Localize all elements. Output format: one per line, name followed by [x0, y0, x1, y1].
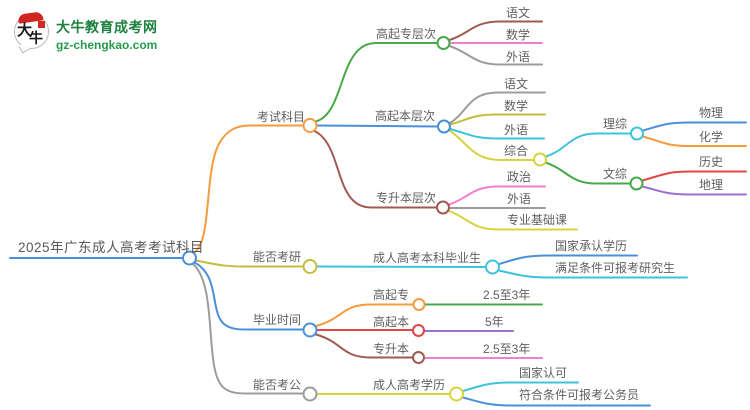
leaf-civil-eligible: 符合条件可报考公务员 — [519, 388, 640, 402]
leaf-zsb-foreign: 外语 — [507, 192, 532, 206]
node-adult-bachelor-graduates: 成人高考本科毕业生 — [373, 251, 482, 265]
edge-gradtime-zsb — [315, 333, 414, 359]
root-topic: 2025年广东成人高考考试科目 — [18, 240, 205, 255]
branch-postgrad: 能否考研 — [253, 250, 302, 264]
node-dot-civil-degree — [449, 386, 464, 402]
edge-liberal-geography — [641, 185, 747, 196]
leaf-gqb-chinese: 语文 — [504, 77, 529, 91]
node-dot-gaoqiben — [437, 119, 451, 134]
node-gaoqiben-level: 高起本层次 — [375, 109, 436, 123]
site-name: 大牛教育成考网 — [56, 19, 158, 35]
node-dot-comprehensive — [533, 152, 547, 167]
node-dot-postgrad — [302, 259, 318, 274]
node-dot-gaoqizhuan — [436, 36, 451, 50]
edge-zsb-politics — [448, 185, 546, 206]
logo-bubble-tail — [18, 42, 30, 54]
edge-zsb-major-basic — [448, 210, 578, 231]
logo-char-niu: 牛 — [29, 31, 43, 47]
node-dot-science-comp — [630, 126, 644, 141]
edge-gqb-math — [449, 113, 546, 126]
edge-root-to-postgrad — [195, 259, 305, 268]
node-dot-gradtime-zsb — [412, 351, 425, 364]
node-dot-root — [182, 250, 197, 266]
node-comprehensive: 综合 — [504, 144, 529, 158]
branch-civil-service: 能否考公 — [253, 378, 302, 392]
node-dot-gradtime-gqz — [412, 298, 426, 311]
logo-seal-icon — [38, 21, 45, 28]
leaf-gqz-math: 数学 — [506, 28, 531, 42]
edge-gqb-comprehensive — [448, 129, 535, 161]
site-logo-icon: 大 牛 — [14, 11, 49, 54]
edge-postgrad-recognized — [498, 254, 638, 265]
leaf-history: 历史 — [699, 155, 724, 169]
logo-char-da: 大 — [17, 21, 33, 39]
edge-postgrad-eligible — [498, 269, 688, 279]
leaf-gqz-years: 2.5至3年 — [483, 288, 531, 302]
site-logo: 大 牛 大牛教育成考网 gz-chengkao.com — [14, 11, 204, 56]
branch-graduation-time: 毕业时间 — [253, 313, 302, 327]
edge-science-chemistry — [642, 135, 747, 147]
node-dot-zhuanshengben — [436, 200, 450, 215]
leaf-gqz-foreign: 外语 — [506, 50, 531, 64]
edge-root-to-civil — [191, 262, 305, 395]
leaf-state-recognized: 国家认可 — [519, 366, 568, 380]
edge-science-physics — [642, 121, 747, 132]
leaf-gqb-math: 数学 — [504, 99, 529, 113]
edge-exam-to-gaoqiben — [315, 124, 439, 128]
edge-exam-to-gaoqizhuan — [315, 42, 438, 123]
node-adult-degree: 成人高考学历 — [373, 378, 446, 392]
node-liberal-comp: 文综 — [603, 167, 628, 181]
leaf-gqb-years: 5年 — [485, 315, 504, 329]
edge-gqb-foreign — [449, 128, 545, 140]
leaf-gqb-foreign: 外语 — [504, 123, 529, 137]
branch-exam-subjects: 考试科目 — [257, 110, 306, 124]
edge-root-to-gradtime — [193, 261, 305, 331]
edge-gradtime-gqz — [315, 303, 414, 327]
node-dot-civil — [302, 386, 318, 402]
edge-exam-to-zhuanshengben — [312, 129, 438, 209]
node-dot-exam-subjects — [302, 118, 318, 133]
leaf-postgrad-eligible: 满足条件可报考研究生 — [555, 261, 676, 275]
leaf-physics: 物理 — [699, 106, 724, 120]
node-zhuanshengben-level: 专升本层次 — [376, 191, 437, 205]
edge-gqb-chinese — [449, 91, 546, 124]
edge-gqz-foreign — [448, 45, 543, 66]
edge-civil-recognized — [462, 381, 579, 392]
node-dot-graduates — [485, 259, 500, 275]
site-logo-text: 大牛教育成考网 gz-chengkao.com — [56, 17, 158, 52]
edge-comp-to-liberal — [544, 161, 632, 185]
edge-civil-eligible — [462, 396, 651, 407]
leaf-gqz-chinese: 语文 — [506, 6, 531, 20]
edge-gqz-chinese — [448, 20, 543, 41]
node-dot-gradtime — [302, 322, 318, 338]
leaf-zsb-major-basic: 专业基础课 — [507, 213, 568, 227]
node-gradtime-gqz: 高起专 — [373, 288, 410, 302]
node-dot-liberal-comp — [629, 176, 644, 191]
edge-postgrad-graduates — [315, 265, 487, 268]
leaf-chemistry: 化学 — [699, 130, 724, 144]
edge-root-to-exam-subjects — [194, 124, 304, 253]
leaf-geography: 地理 — [699, 178, 724, 192]
node-gradtime-gqb: 高起本 — [373, 315, 410, 329]
leaf-zsb-politics: 政治 — [507, 170, 532, 184]
node-science-comp: 理综 — [603, 117, 628, 131]
node-dot-gradtime-gqb — [412, 324, 425, 337]
leaf-zsb-years: 2.5至3年 — [483, 342, 531, 356]
edge-liberal-history — [641, 170, 747, 182]
node-gaoqizhuan-level: 高起专层次 — [376, 27, 437, 41]
leaf-state-recognized-degree: 国家承认学历 — [555, 239, 628, 253]
site-domain: gz-chengkao.com — [56, 38, 158, 52]
edge-comp-to-science — [545, 132, 632, 158]
node-gradtime-zsb: 专升本 — [373, 342, 410, 356]
